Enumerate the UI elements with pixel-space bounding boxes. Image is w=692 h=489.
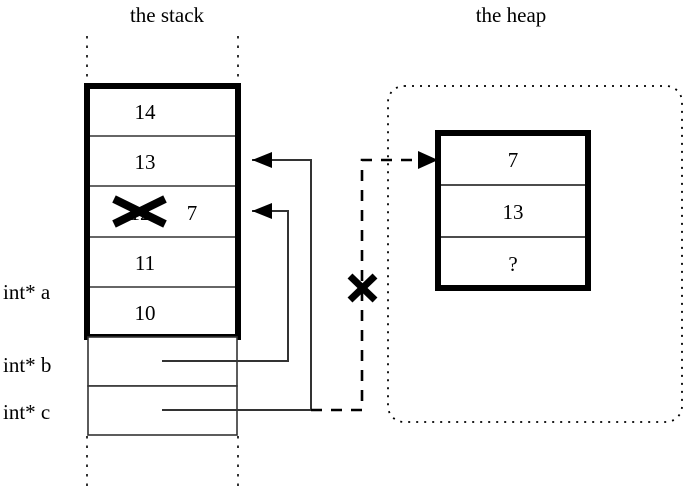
- pointer-edge-b-arrowhead: [252, 203, 272, 219]
- stack-dotted-guides-top: [86, 36, 239, 85]
- invalid-pointer-x-icon: [347, 273, 378, 303]
- heap-block: [435, 130, 591, 291]
- pointer-edge-a-path: [162, 159, 312, 411]
- heap-cell-value-2: ?: [508, 252, 517, 276]
- heap-title: the heap: [476, 3, 547, 27]
- stack-cell-value-14: 14: [135, 100, 157, 124]
- var-label-a: int* a: [3, 280, 51, 304]
- heap-cell-value-0: 7: [508, 148, 519, 172]
- stack-title: the stack: [130, 3, 205, 27]
- var-label-b: int* b: [3, 353, 51, 377]
- stack-cell-value-12-new: 7: [187, 201, 198, 225]
- pointer-edge-c-arrowhead: [418, 151, 438, 169]
- stack-cell-value-13: 13: [135, 150, 156, 174]
- stack-cell-value-10: 10: [135, 301, 156, 325]
- pointer-edge-a-arrowhead: [252, 152, 272, 168]
- pointer-edge-c-dangling: [311, 151, 438, 412]
- stack-frame-box: [84, 83, 241, 340]
- stack-pointer-rows: [87, 336, 238, 436]
- pointer-edge-b: [162, 203, 289, 362]
- pointer-edge-a: [162, 152, 312, 411]
- stack-frame-outline: [84, 83, 241, 340]
- heap-block-outline: [435, 130, 591, 291]
- stack-cell-value-11: 11: [135, 251, 155, 275]
- pointer-edge-c-path: [311, 158, 428, 412]
- heap-cell-value-1: 13: [503, 200, 524, 224]
- stack-dotted-guides-bottom: [86, 436, 239, 486]
- var-label-c: int* c: [3, 400, 50, 424]
- strikeout-x-icon: [112, 195, 167, 228]
